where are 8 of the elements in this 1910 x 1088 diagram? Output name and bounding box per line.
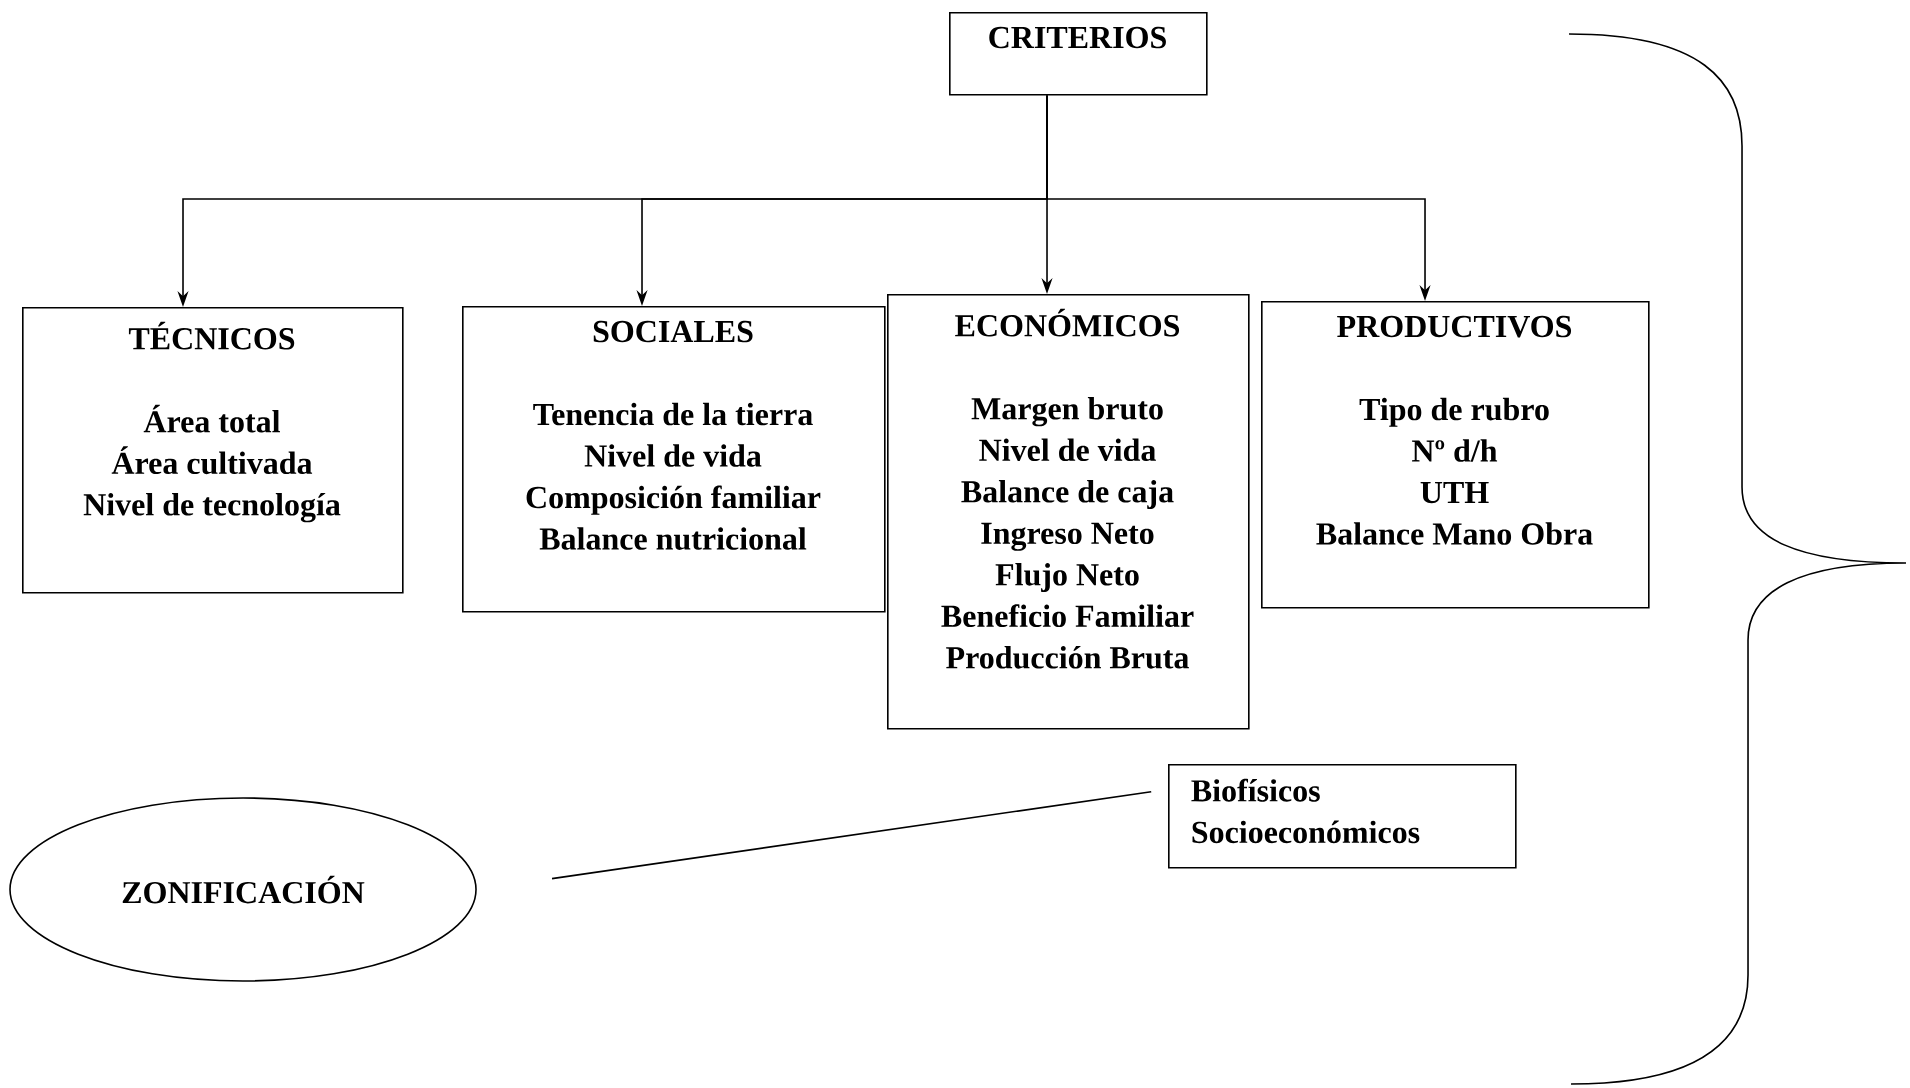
category-box: PRODUCTIVOS Tipo de rubro Nº d/h UTH Balance Mano Obra — [1261, 301, 1650, 609]
connector-line — [551, 790, 1152, 880]
list-box: Biofísicos Socioeconómicos — [1168, 764, 1517, 869]
category-box: ECONÓMICOS Margen bruto Nivel de vida Balance de caja Ingreso Neto Flujo Neto Beneficio Familiar Producción Bruta — [887, 294, 1250, 730]
title-box: CRITERIOS — [949, 12, 1208, 96]
category-box: SOCIALES Tenencia de la tierra Nivel de vida Composición familiar Balance nutricional — [462, 306, 886, 613]
category-box: TÉCNICOS Área total Área cultivada Nivel de tecnología — [22, 307, 404, 594]
ellipse-node: ZONIFICACIÓN — [9, 797, 477, 982]
